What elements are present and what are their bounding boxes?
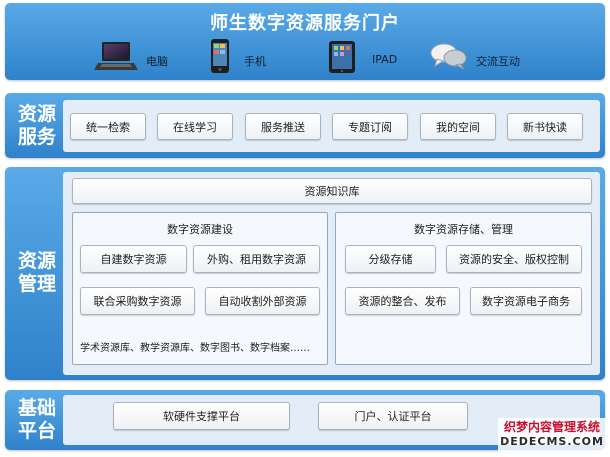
platform-side-label: 基础 平台	[12, 397, 62, 443]
construction-self-built: 自建数字资源	[80, 245, 187, 273]
service-new-books: 新书快读	[507, 113, 583, 140]
storage-ecommerce: 数字资源电子商务	[470, 287, 582, 315]
watermark-line2: DEDECMS.COM	[500, 435, 604, 448]
tablet-icon	[328, 40, 356, 74]
storage-tiered: 分级存储	[345, 245, 436, 273]
services-label-line1: 资源	[17, 103, 56, 125]
construction-note: 学术资源库、教学资源库、数字图书、数字档案……	[80, 343, 310, 354]
device-label-phone: 手机	[244, 55, 266, 68]
construction-joint-procurement: 联合采购数字资源	[80, 287, 195, 315]
knowledge-base-bar: 资源知识库	[72, 178, 592, 204]
platform-portal-auth: 门户、认证平台	[318, 402, 468, 430]
laptop-icon	[94, 40, 138, 72]
service-unified-search: 统一检索	[70, 113, 146, 140]
service-subscription: 专题订阅	[332, 113, 408, 140]
service-my-space: 我的空间	[420, 113, 496, 140]
chat-icon	[430, 42, 468, 70]
construction-purchased: 外购、租用数字资源	[193, 245, 320, 273]
construction-title: 数字资源建设	[167, 223, 233, 236]
management-label-line2: 管理	[17, 273, 56, 295]
portal-title: 师生数字资源服务门户	[210, 13, 400, 34]
storage-title: 数字资源存储、管理	[414, 223, 513, 236]
service-online-learning: 在线学习	[157, 113, 233, 140]
watermark: 织梦内容管理系统 DEDECMS.COM	[498, 418, 606, 452]
storage-security-copyright: 资源的安全、版权控制	[446, 245, 582, 273]
platform-label-line1: 基础	[17, 397, 56, 419]
platform-hardware-software: 软硬件支撑平台	[113, 402, 290, 430]
services-side-label: 资源 服务	[12, 103, 62, 149]
construction-auto-harvest: 自动收割外部资源	[205, 287, 320, 315]
device-label-computer: 电脑	[146, 55, 168, 68]
management-side-label: 资源 管理	[12, 250, 62, 296]
device-label-chat: 交流互动	[476, 55, 520, 68]
services-label-line2: 服务	[17, 126, 56, 148]
watermark-line1: 织梦内容管理系统	[503, 420, 600, 434]
service-push: 服务推送	[245, 113, 321, 140]
device-label-ipad: IPAD	[372, 53, 398, 66]
phone-icon	[210, 38, 230, 74]
storage-integration-publish: 资源的整合、发布	[345, 287, 460, 315]
management-label-line1: 资源	[17, 250, 56, 272]
platform-label-line2: 平台	[17, 420, 56, 442]
